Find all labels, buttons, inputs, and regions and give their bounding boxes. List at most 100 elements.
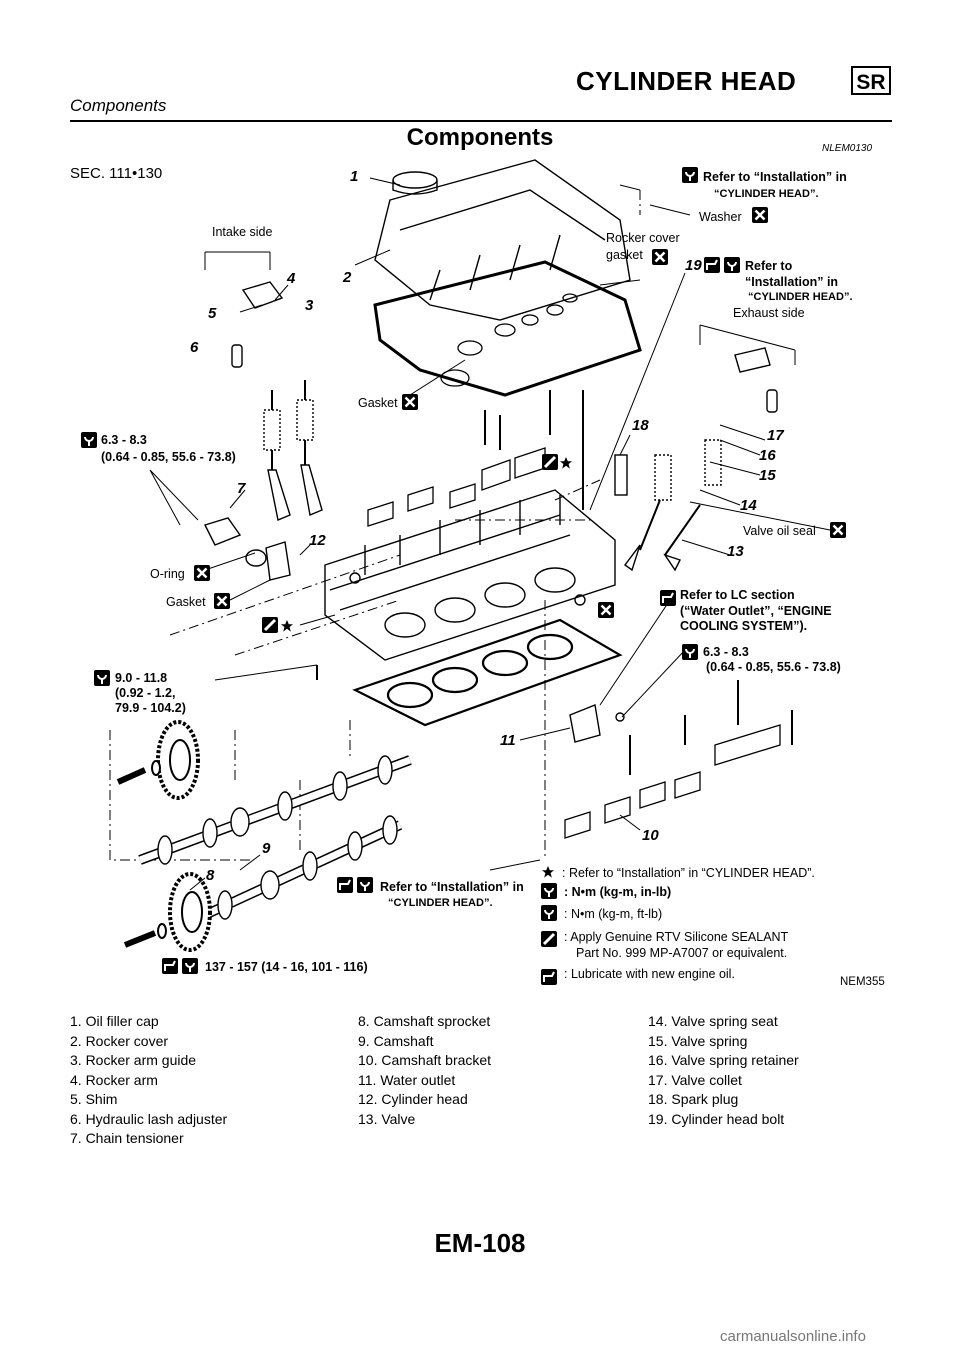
callout-19: 19 — [685, 257, 702, 274]
part-item: 6. Hydraulic lash adjuster — [70, 1110, 228, 1127]
replace-x-icon — [650, 247, 670, 267]
replace-x-icon — [400, 392, 420, 412]
label-torque-4: 137 - 157 (14 - 16, 101 - 116) — [205, 960, 368, 974]
star-icon — [542, 866, 554, 878]
oil-can-icon — [703, 256, 721, 274]
label-installation-in: “Installation” in — [745, 275, 838, 289]
label-torque-3c: 79.9 - 104.2) — [115, 701, 186, 715]
parts-list-col-1: 1. Oil filler cap 2. Rocker cover 3. Roc… — [70, 1012, 227, 1149]
sec-label: SEC. 111•130 — [70, 165, 162, 182]
head-gasket — [352, 618, 623, 727]
torque-wrench-icon — [80, 431, 98, 449]
part-item: 13. Valve — [358, 1110, 416, 1127]
torque-wrench-icon — [723, 256, 741, 274]
camshaft-sprockets — [116, 720, 212, 952]
exhaust-valvetrain — [614, 347, 778, 572]
part-item: 11. Water outlet — [358, 1071, 456, 1088]
callout-13: 13 — [727, 543, 744, 560]
callout-16: 16 — [759, 447, 776, 464]
part-item: 3. Rocker arm guide — [70, 1052, 197, 1068]
callout-2: 2 — [342, 269, 352, 286]
parts-list-col-3: 14. Valve spring seat 15. Valve spring 1… — [648, 1012, 799, 1129]
callout-14: 14 — [740, 497, 757, 514]
torque-wrench-icon — [681, 643, 699, 661]
label-refer-install-2a: Refer to “Installation” in — [380, 880, 524, 894]
torque-wrench-icon — [356, 876, 374, 894]
part-item: 16. Valve spring retainer — [648, 1052, 799, 1068]
oil-can-icon — [161, 957, 179, 975]
label-gasket-rocker: Gasket — [358, 396, 398, 410]
header-badge: SR — [851, 66, 891, 95]
label-torque-1b: (0.64 - 0.85, 55.6 - 73.8) — [101, 450, 236, 464]
oil-can-icon — [336, 876, 354, 894]
replace-x-icon — [750, 205, 770, 225]
callout-9: 9 — [262, 840, 271, 857]
legend-nm-ft: : N•m (kg-m, ft-lb) — [564, 907, 662, 921]
legend-star: : Refer to “Installation” in “CYLINDER H… — [562, 866, 815, 880]
header-rule — [70, 120, 892, 122]
legend-nm-in: : N•m (kg-m, in-lb) — [564, 885, 671, 899]
intake-valvetrain — [231, 281, 323, 521]
tensioner-gasket — [265, 541, 291, 581]
sealant-tube-icon — [540, 452, 560, 472]
label-torque-2a: 6.3 - 8.3 — [703, 645, 749, 659]
callout-18: 18 — [632, 417, 649, 434]
part-item: 5. Shim — [70, 1091, 118, 1107]
part-item: 17. Valve collet — [648, 1071, 742, 1088]
oil-can-icon — [540, 968, 558, 986]
star-icon — [560, 457, 572, 469]
callout-1: 1 — [350, 168, 358, 185]
callout-5: 5 — [208, 305, 217, 322]
sealant-tube-icon — [260, 615, 280, 635]
chain-tensioner — [204, 517, 242, 546]
section-title: Components — [406, 124, 554, 151]
label-torque-3a: 9.0 - 11.8 — [115, 671, 167, 685]
label-exhaust-side: Exhaust side — [733, 306, 805, 320]
rocker-cover — [374, 159, 631, 321]
callout-3: 3 — [305, 297, 314, 314]
replace-x-icon — [828, 520, 848, 540]
label-gasket-tensioner: Gasket — [166, 595, 206, 609]
label-refer-install-1a: Refer to “Installation” in — [703, 170, 847, 184]
label-refer-lc-a: Refer to LC section — [680, 588, 795, 602]
part-item: 1. Oil filler cap — [70, 1013, 159, 1029]
camshafts — [138, 755, 412, 920]
label-washer: Washer — [699, 210, 742, 224]
part-item: 10. Camshaft bracket — [358, 1052, 492, 1068]
header-title: CYLINDER HEAD — [576, 66, 797, 96]
sealant-tube-icon — [539, 929, 559, 949]
water-outlet — [569, 704, 601, 743]
callout-12: 12 — [309, 532, 326, 549]
label-torque-1a: 6.3 - 8.3 — [101, 433, 147, 447]
label-torque-3b: (0.92 - 1.2, — [115, 686, 175, 700]
callout-17: 17 — [767, 427, 784, 444]
callout-10: 10 — [642, 827, 659, 844]
parts-list-col-2: 8. Camshaft sprocket 9. Camshaft 10. Cam… — [358, 1012, 491, 1129]
label-o-ring: O-ring — [150, 567, 185, 581]
callout-8: 8 — [206, 867, 215, 884]
rocker-cover-gasket — [373, 260, 642, 397]
label-valve-oil-seal: Valve oil seal — [743, 524, 816, 538]
label-refer-lc-c: COOLING SYSTEM”). — [680, 619, 807, 633]
label-refer-lc-b: (“Water Outlet”, “ENGINE — [680, 604, 832, 618]
legend-oil: : Lubricate with new engine oil. — [564, 967, 735, 981]
callout-6: 6 — [190, 339, 199, 356]
label-cylinder-head-ref: “CYLINDER HEAD”. — [748, 291, 853, 303]
exploded-diagram: SEC. 111•130 — [70, 159, 885, 988]
head-bolts — [316, 390, 793, 775]
torque-wrench-icon — [540, 882, 558, 900]
replace-x-icon — [192, 563, 212, 583]
label-rocker-cover-gasket-a: Rocker cover — [606, 231, 680, 245]
part-item: 8. Camshaft sprocket — [358, 1013, 491, 1029]
star-icon — [281, 620, 293, 632]
header-subtitle: Components — [70, 96, 167, 115]
oil-can-icon — [659, 589, 677, 607]
camshaft-brackets — [367, 447, 781, 839]
replace-x-icon — [212, 591, 232, 611]
figure-code: NEM355 — [840, 976, 885, 988]
label-refer-install-2b: “CYLINDER HEAD”. — [388, 897, 493, 909]
legend-rtv-b: Part No. 999 MP-A7007 or equivalent. — [576, 946, 787, 960]
callout-7: 7 — [237, 480, 246, 497]
part-item: 9. Camshaft — [358, 1032, 434, 1049]
label-torque-2b: (0.64 - 0.85, 55.6 - 73.8) — [706, 660, 841, 674]
